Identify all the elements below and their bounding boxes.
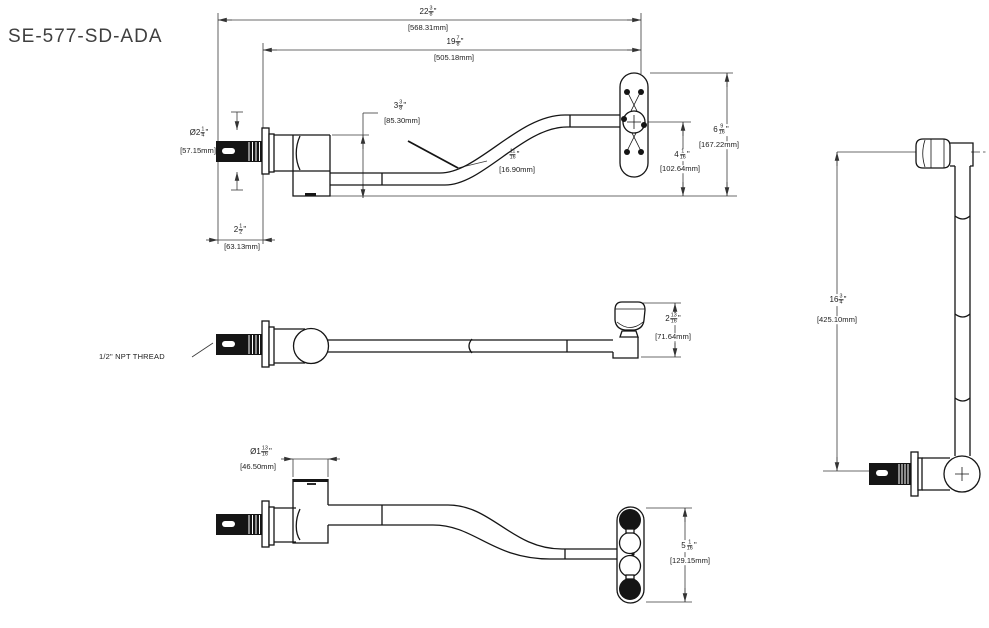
- spray-head-end: [915, 138, 951, 169]
- top-view: [216, 72, 649, 197]
- wall-flange-bottom: [261, 500, 275, 548]
- elbow-side: [612, 330, 639, 359]
- right-view: [869, 138, 981, 497]
- npt-thread-label: 1/2" NPT THREAD: [99, 352, 165, 361]
- dim-overall-length-mm: [568.31mm]: [407, 23, 449, 33]
- dim-plate-height-mm: [167.22mm]: [696, 140, 742, 150]
- plate-screws: [621, 89, 647, 155]
- spout-base-bottom: [274, 479, 329, 544]
- inlet-thread-bottom: [216, 514, 263, 535]
- wall-flange-side: [261, 320, 275, 368]
- spout-body-top: [274, 134, 331, 197]
- dim-inlet-length-mm: [63.13mm]: [224, 242, 260, 252]
- spout-tube-top: [330, 114, 623, 186]
- spray-head-side: [614, 301, 646, 331]
- spout-tube-side: [328, 338, 613, 354]
- dim-plate-center-offset-mm: [102.64mm]: [657, 164, 703, 174]
- spout-body-side: [274, 327, 330, 365]
- dimension-lines: [191, 13, 988, 603]
- drop-tube-end: [950, 142, 974, 456]
- ball-joint-side: [292, 327, 330, 365]
- dim-head-length-mm: [129.15mm]: [667, 556, 713, 566]
- spout-tube-bottom: [328, 504, 620, 560]
- wall-flange-end: [910, 451, 923, 497]
- wall-plate: [619, 72, 649, 178]
- inlet-thread-top: [216, 141, 263, 162]
- wall-flange-top: [261, 127, 275, 175]
- dim-base-diameter-mm: [46.50mm]: [240, 462, 276, 472]
- inlet-thread-end: [869, 463, 911, 485]
- dim-head-height-mm: [71.64mm]: [653, 332, 693, 342]
- dim-flange-to-plate-mm: [505.18mm]: [433, 53, 475, 63]
- drawing-title: SE-577-SD-ADA: [8, 26, 163, 47]
- inlet-thread-side: [216, 334, 263, 355]
- dim-tube-diameter-mm: [16.90mm]: [499, 165, 535, 175]
- body-end: [922, 455, 981, 493]
- dim-drop-height-mm: [425.10mm]: [814, 315, 860, 325]
- bottom-view: [216, 479, 645, 604]
- side-view: [216, 301, 646, 368]
- spray-face-bottom: [616, 506, 645, 604]
- dim-body-offset-mm: [85.30mm]: [384, 116, 420, 126]
- dim-flange-diameter-mm: [57.15mm]: [180, 146, 216, 156]
